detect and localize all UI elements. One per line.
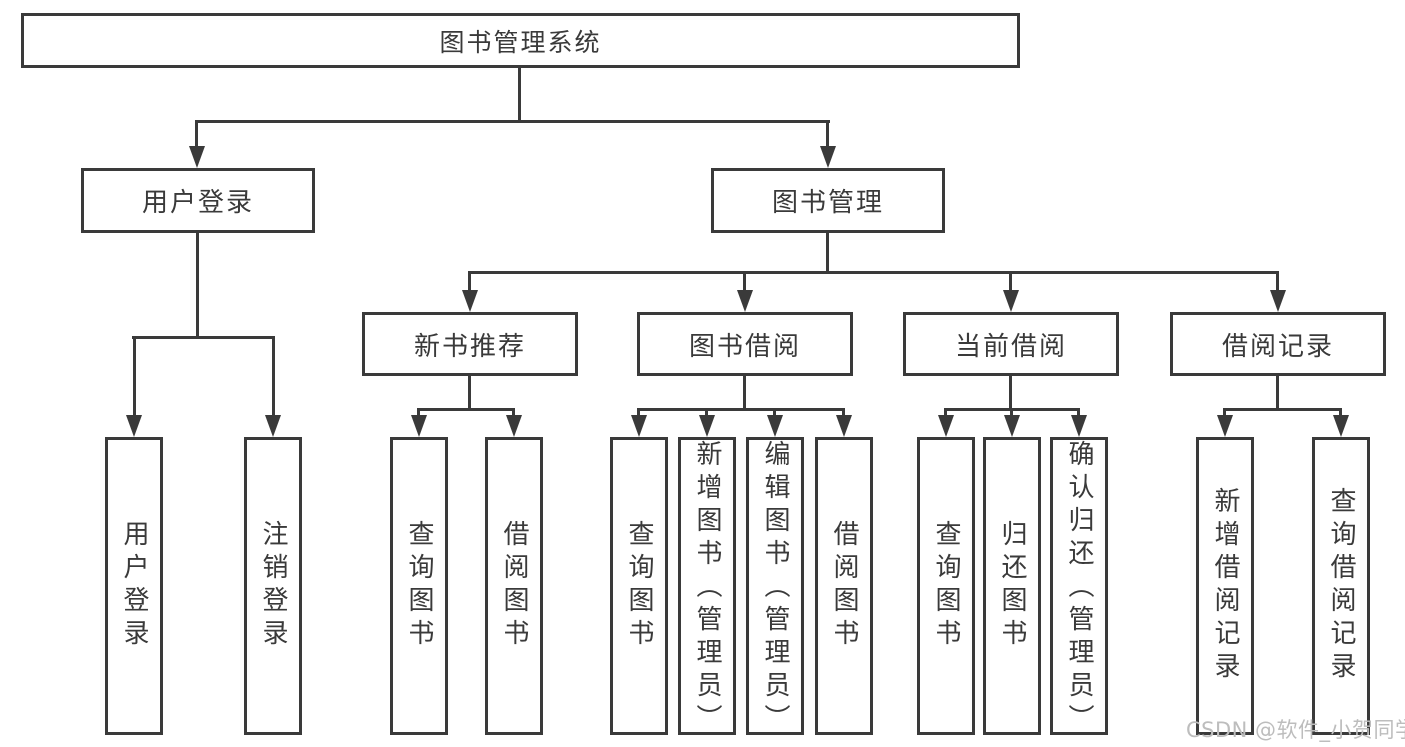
arrow-down-book-mgmt [820, 146, 836, 168]
drop-line-bb-borrow [842, 408, 845, 418]
arrow-down-br-add [1217, 415, 1233, 437]
leaf-br-add-record: 新增借阅记录 [1196, 437, 1254, 735]
leaf-br-query-record: 查询借阅记录 [1312, 437, 1370, 735]
csdn-watermark: CSDN @软件_小贺同学 [1186, 718, 1405, 742]
arrow-down-rec-borrow [506, 415, 522, 437]
arrow-down-cb-return [1004, 415, 1020, 437]
drop-line-new-book-rec [468, 271, 471, 292]
new-book-rec-stem-line [468, 376, 471, 408]
arrow-down-book-borrow [737, 290, 753, 312]
arrow-down-borrow-record [1270, 290, 1286, 312]
user-login-branch-line [132, 336, 274, 339]
root-stem-line [518, 68, 521, 121]
drop-line-rec-borrow [512, 408, 515, 418]
book-mgmt-branch-line [468, 271, 1279, 274]
drop-line-bb-edit [773, 408, 776, 418]
arrow-down-br-query [1333, 415, 1349, 437]
borrow-record-branch-line [1223, 408, 1342, 411]
node-user-login: 用户登录 [81, 168, 315, 233]
leaf-logout: 注销登录 [244, 437, 302, 735]
drop-line-logout [272, 336, 275, 417]
leaf-cb-confirm-return: 确认归还（管理员） [1050, 437, 1108, 737]
arrow-down-login [126, 415, 142, 437]
node-book-borrow: 图书借阅 [637, 312, 853, 376]
arrow-down-cb-confirm [1071, 415, 1087, 437]
book-borrow-branch-line [637, 408, 845, 411]
drop-line-book-mgmt [826, 120, 829, 148]
node-new-book-rec: 新书推荐 [362, 312, 578, 376]
drop-line-br-add [1223, 408, 1226, 418]
drop-line-current-borrow [1009, 271, 1012, 292]
leaf-rec-query-book: 查询图书 [390, 437, 448, 735]
current-borrow-stem-line [1009, 376, 1012, 408]
leaf-bb-query-book: 查询图书 [610, 437, 668, 735]
leaf-cb-query-book: 查询图书 [917, 437, 975, 735]
drop-line-bb-query [637, 408, 640, 418]
arrow-down-bb-add [699, 415, 715, 437]
node-borrow-record: 借阅记录 [1170, 312, 1386, 376]
drop-line-login [133, 336, 136, 417]
arrow-down-current-borrow [1003, 290, 1019, 312]
drop-line-cb-confirm [1077, 408, 1080, 418]
arrow-down-bb-borrow [836, 415, 852, 437]
book-mgmt-stem-line [826, 233, 829, 271]
leaf-bb-borrow-book: 借阅图书 [815, 437, 873, 735]
arrow-down-rec-query [411, 415, 427, 437]
drop-line-rec-query [417, 408, 420, 418]
arrow-down-bb-query [631, 415, 647, 437]
node-root-library-system: 图书管理系统 [21, 13, 1020, 68]
root-branch-line [195, 120, 830, 123]
user-login-stem-line [196, 233, 199, 336]
arrow-down-user-login [189, 146, 205, 168]
drop-line-cb-query [944, 408, 947, 418]
node-current-borrow: 当前借阅 [903, 312, 1119, 376]
new-book-rec-branch-line [417, 408, 515, 411]
book-borrow-stem-line [743, 376, 746, 408]
leaf-user-login: 用户登录 [105, 437, 163, 735]
leaf-bb-add-book: 新增图书（管理员） [678, 437, 736, 737]
leaf-rec-borrow-book: 借阅图书 [485, 437, 543, 735]
leaf-cb-return-book: 归还图书 [983, 437, 1041, 735]
drop-line-borrow-record [1276, 271, 1279, 292]
arrow-down-new-book-rec [462, 290, 478, 312]
drop-line-br-query [1339, 408, 1342, 418]
arrow-down-cb-query [938, 415, 954, 437]
arrow-down-bb-edit [767, 415, 783, 437]
drop-line-user-login [195, 120, 198, 148]
node-book-mgmt: 图书管理 [711, 168, 945, 233]
drop-line-bb-add [705, 408, 708, 418]
drop-line-book-borrow [743, 271, 746, 292]
leaf-bb-edit-book: 编辑图书（管理员） [746, 437, 804, 737]
arrow-down-logout [265, 415, 281, 437]
borrow-record-stem-line [1276, 376, 1279, 408]
drop-line-cb-return [1010, 408, 1013, 418]
